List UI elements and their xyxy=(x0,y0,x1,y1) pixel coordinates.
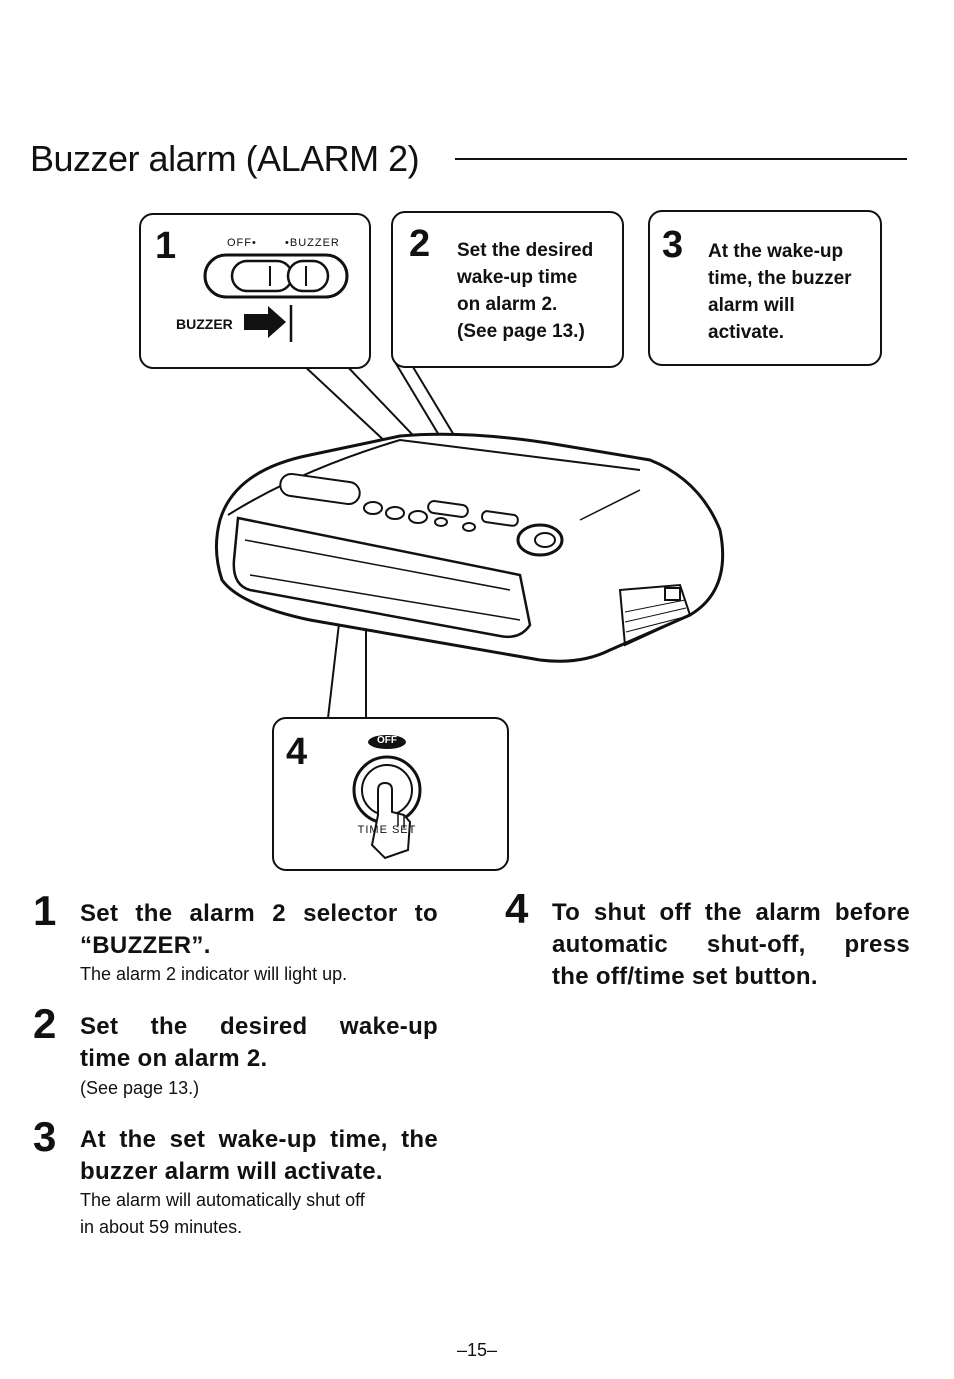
step-4-heading: To shut off the alarm before automatic s… xyxy=(552,899,910,990)
step-1-number: 1 xyxy=(33,887,57,934)
callout-3: 3 At the wake-up time, the buzzer alarm … xyxy=(648,210,882,366)
switch-off-label: OFF• xyxy=(227,237,257,249)
callout-text: At the wake-up time, the buzzer alarm wi… xyxy=(708,241,852,343)
step-2-heading: Set the desired wake-up time on alarm 2. xyxy=(80,1013,438,1072)
off-badge-label: OFF xyxy=(377,735,397,746)
callout-2: 2 Set the desired wake-up time on alarm … xyxy=(391,211,624,368)
callout-text: Set the desired wake-up time on alarm 2.… xyxy=(457,240,594,342)
step-3-number: 3 xyxy=(33,1113,57,1160)
page-number: –15– xyxy=(456,1340,498,1360)
callout-number: 4 xyxy=(286,731,308,773)
callout-1: 1 OFF• •BUZZER BUZZER xyxy=(139,213,371,369)
time-set-label: TIME SET xyxy=(357,824,417,836)
step-1-heading: Set the alarm 2 selector to “BUZZER”. xyxy=(80,900,438,959)
callout-number: 1 xyxy=(155,225,177,267)
title-rule xyxy=(455,158,907,160)
step-2-number: 2 xyxy=(33,1000,57,1047)
callout-number: 3 xyxy=(662,224,684,266)
step-4-number: 4 xyxy=(505,885,529,932)
step-3-note: The alarm will automatically shut off in… xyxy=(80,1190,365,1237)
page-title: Buzzer alarm (ALARM 2) xyxy=(30,138,420,179)
step-3-heading: At the set wake-up time, the buzzer alar… xyxy=(80,1126,438,1185)
step-2-note: (See page 13.) xyxy=(80,1078,200,1098)
switch-buzzer-label: •BUZZER xyxy=(285,237,340,249)
step-1-note: The alarm 2 indicator will light up. xyxy=(80,964,348,984)
callout-number: 2 xyxy=(409,223,431,265)
buzzer-arrow-label: BUZZER xyxy=(176,316,233,332)
